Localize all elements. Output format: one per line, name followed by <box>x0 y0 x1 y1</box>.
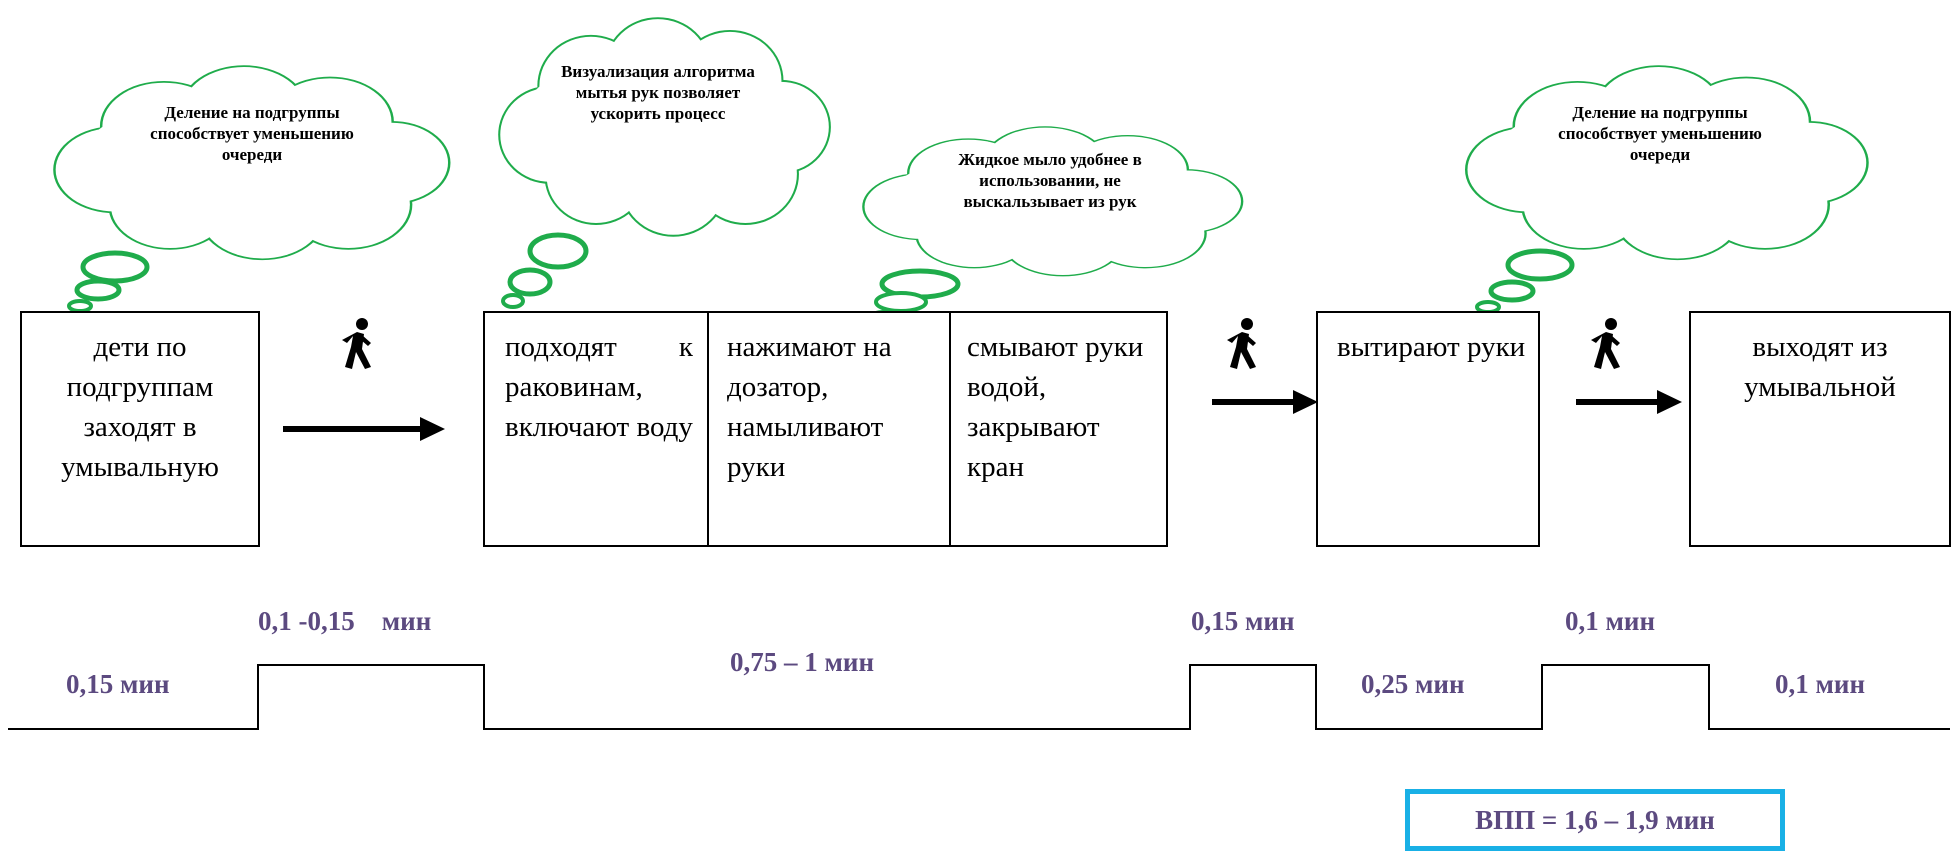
timeline-label-enter: 0,15 мин <box>66 669 170 699</box>
arrow-right-icon <box>1212 390 1318 414</box>
step-dry-text: вытирают руки <box>1337 331 1526 363</box>
walking-person-icon <box>1227 318 1256 369</box>
step-box-dry: вытирают руки <box>1316 311 1540 547</box>
walking-person-icon <box>342 318 371 369</box>
step-soap-text: нажимают на дозатор, намыливают руки <box>727 331 892 483</box>
cloud-4-text: Деление на подгруппы способствует уменьш… <box>1558 103 1762 164</box>
arrow-right-icon <box>283 417 445 441</box>
step-box-enter: дети по подгруппам заходят в умывальную <box>20 311 260 547</box>
cloud-2-text: Визуализация алгоритма мытья рук позволя… <box>561 62 755 123</box>
thought-cloud-1 <box>53 65 451 313</box>
timeline-step-line <box>8 664 1950 730</box>
thought-cloud-4 <box>1465 65 1869 314</box>
step-box-wash: подходят к раковинам, включают воду нажи… <box>483 311 1168 547</box>
timeline-label-dry: 0,25 мин <box>1361 669 1465 699</box>
timeline-label-walk-2: 0,15 мин <box>1191 606 1295 636</box>
step-cell-approach: подходят к раковинам, включают воду <box>485 313 709 545</box>
step-cell-rinse: смывают руки водой, закрывают кран <box>951 313 1166 545</box>
timeline-label-wash: 0,75 – 1 мин <box>730 647 875 677</box>
timeline-label-walk-3: 0,1 мин <box>1565 606 1656 636</box>
step-box-exit: выходят из умывальной <box>1689 311 1951 547</box>
step-approach-text: подходят к раковинам, включают воду <box>505 331 693 443</box>
step-cell-soap: нажимают на дозатор, намыливают руки <box>709 313 951 545</box>
thought-cloud-2 <box>498 17 831 309</box>
cloud-3-text: Жидкое мыло удобнее в использовании, не … <box>958 150 1142 211</box>
cloud-1-text: Деление на подгруппы способствует уменьш… <box>150 103 354 164</box>
timeline-label-exit: 0,1 мин <box>1775 669 1866 699</box>
total-time-result: ВПП = 1,6 – 1,9 мин <box>1405 789 1785 851</box>
step-enter-text: дети по подгруппам заходят в умывальную <box>61 331 219 483</box>
arrow-right-icon <box>1576 390 1682 414</box>
walking-person-icon <box>1591 318 1620 369</box>
step-exit-text: выходят из умывальной <box>1744 331 1896 403</box>
step-rinse-text: смывают руки водой, закрывают кран <box>967 331 1144 483</box>
timeline-label-walk-1: 0,1 -0,15 мин <box>258 606 432 636</box>
